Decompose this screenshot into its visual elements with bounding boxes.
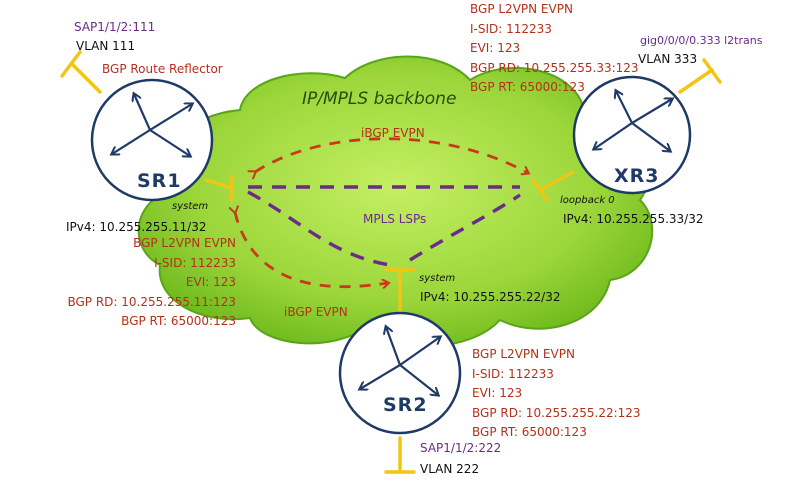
sr2-evpn-rt: BGP RT: 65000:123 <box>472 425 587 439</box>
mpls-lsp-label: MPLS LSPs <box>363 212 427 226</box>
sr1-evpn-rt: BGP RT: 65000:123 <box>121 314 236 328</box>
ibgp-session-sr1-xr3 <box>255 137 528 173</box>
sr1-vlan: VLAN 111 <box>76 39 136 53</box>
router-sr1[interactable] <box>90 78 214 202</box>
xr3-evpn-rd: BGP RD: 10.255.255.33:123 <box>470 60 639 75</box>
sr1-name: SR1 <box>137 170 182 192</box>
router-arrow-icon <box>616 91 633 124</box>
sr2-evpn-isid: I-SID: 112233 <box>472 366 554 381</box>
sr1-evpn-evi: EVI: 123 <box>185 275 236 289</box>
router-arrow-icon <box>360 364 401 389</box>
sr2-sap: SAP1/1/2:222 <box>420 441 502 455</box>
sr2-evpn-evi: EVI: 123 <box>472 386 523 400</box>
xr3-ipv4: IPv4: 10.255.255.33/32 <box>563 212 704 226</box>
xr3-name: XR3 <box>614 165 660 187</box>
xr3-evpn-evi: EVI: 123 <box>470 41 521 55</box>
xr3-vlan: VLAN 333 <box>638 52 698 66</box>
xr3-sap: gig0/0/0/0.333 l2trans <box>640 34 763 47</box>
sr1-access-tbar <box>60 50 82 78</box>
router-arrow-icon <box>399 364 438 395</box>
xr3-access-tbar <box>702 58 722 84</box>
sr2-evpn-service: BGP L2VPN EVPN <box>472 347 575 361</box>
sr1-role: BGP Route Reflector <box>102 62 223 76</box>
sr1-evpn-rd: BGP RD: 10.255.255.11:123 <box>67 294 236 309</box>
backbone-title: IP/MPLS backbone <box>302 89 457 109</box>
sr2-interface: system <box>419 273 456 284</box>
xr3-interface: loopback 0 <box>560 195 615 206</box>
router-arrow-icon <box>399 337 440 366</box>
sr1-evpn-block: BGP L2VPN EVPN I-SID: 112233 EVI: 123 BG… <box>60 234 236 332</box>
sr1-interface: system <box>172 201 209 212</box>
ibgp-bottom-label: iBGP EVPN <box>284 305 348 319</box>
router-arrow-icon <box>149 104 192 131</box>
xr3-access-link <box>678 68 714 94</box>
sr2-ipv4: IPv4: 10.255.255.22/32 <box>420 290 561 304</box>
router-arrow-icon <box>149 129 190 156</box>
sr1-evpn-isid: I-SID: 112233 <box>154 255 236 270</box>
sr1-ipv4: IPv4: 10.255.255.11/32 <box>66 220 207 234</box>
router-arrow-icon <box>386 327 402 366</box>
router-arrow-icon <box>112 129 151 154</box>
xr3-evpn-service: BGP L2VPN EVPN <box>470 2 573 16</box>
xr3-evpn-isid: I-SID: 112233 <box>470 21 552 36</box>
lsp-sr1-sr2 <box>247 190 391 267</box>
sr2-vlan: VLAN 222 <box>420 462 480 476</box>
router-arrow-icon <box>134 94 152 131</box>
sr1-system-link <box>204 178 234 190</box>
sr1-evpn-service: BGP L2VPN EVPN <box>133 236 236 250</box>
xr3-loopback-tbar <box>531 178 549 202</box>
router-sr2[interactable] <box>338 311 462 435</box>
router-arrow-icon <box>594 122 633 149</box>
ibgp-top-label: iBGP EVPN <box>361 126 425 140</box>
sr1-sap: SAP1/1/2:111 <box>74 20 156 34</box>
sr2-name: SR2 <box>383 394 428 416</box>
sr2-evpn-block: BGP L2VPN EVPN I-SID: 112233 EVI: 123 BG… <box>472 345 641 443</box>
xr3-loopback-link <box>538 170 575 192</box>
router-xr3[interactable] <box>572 75 692 195</box>
sr2-evpn-rd: BGP RD: 10.255.255.22:123 <box>472 405 641 420</box>
xr3-evpn-block: BGP L2VPN EVPN I-SID: 112233 EVI: 123 BG… <box>470 0 639 98</box>
router-arrow-icon <box>631 99 672 124</box>
router-arrow-icon <box>631 122 670 151</box>
xr3-evpn-rt: BGP RT: 65000:123 <box>470 80 585 94</box>
sr1-access-link <box>70 62 102 94</box>
